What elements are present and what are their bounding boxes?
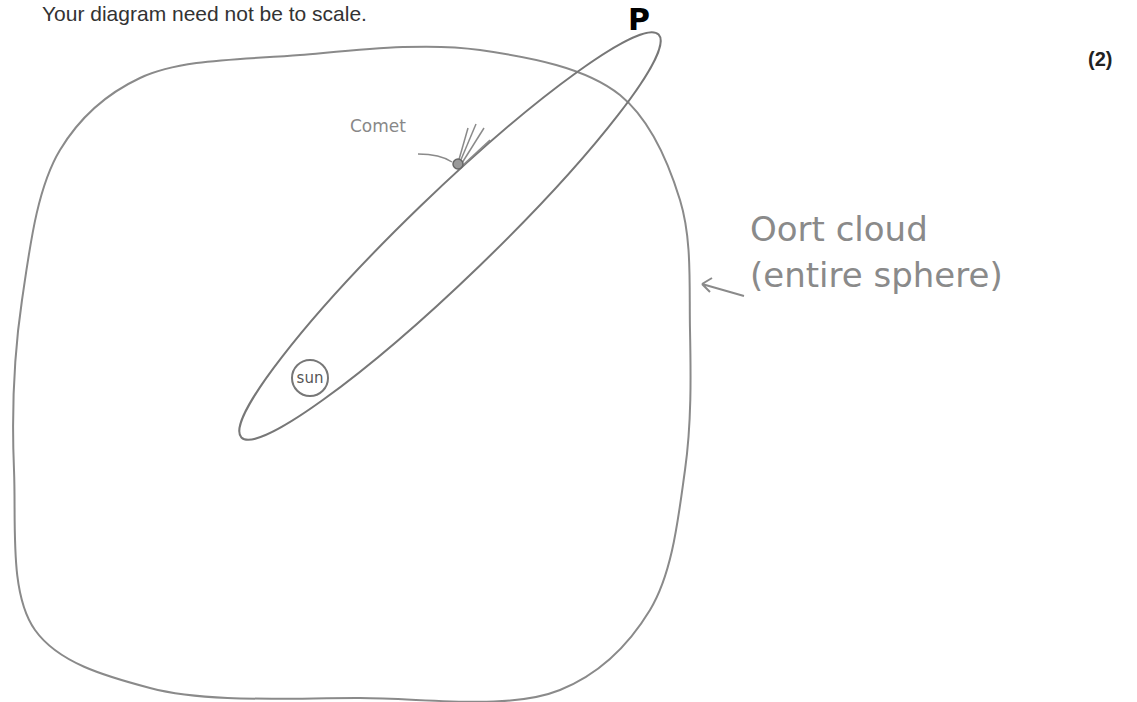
pointer-arrow — [702, 278, 744, 296]
point-label: P — [628, 2, 650, 37]
leader-line — [418, 154, 452, 162]
comet-label: Comet — [350, 116, 406, 136]
sun-circle: sun — [290, 358, 330, 398]
mark-count: (2) — [1088, 48, 1112, 71]
oort-cloud-label: Oort cloud (entire sphere) — [750, 206, 1050, 298]
comet-orbit — [212, 4, 688, 467]
comet-dot — [453, 159, 463, 169]
comet-tail — [462, 128, 484, 163]
instruction-text: Your diagram need not be to scale. — [42, 2, 367, 26]
node-label: sun — [297, 369, 324, 387]
comet-tail — [460, 124, 476, 162]
oort-cloud-outline — [13, 47, 690, 702]
comet-tail — [463, 140, 490, 165]
